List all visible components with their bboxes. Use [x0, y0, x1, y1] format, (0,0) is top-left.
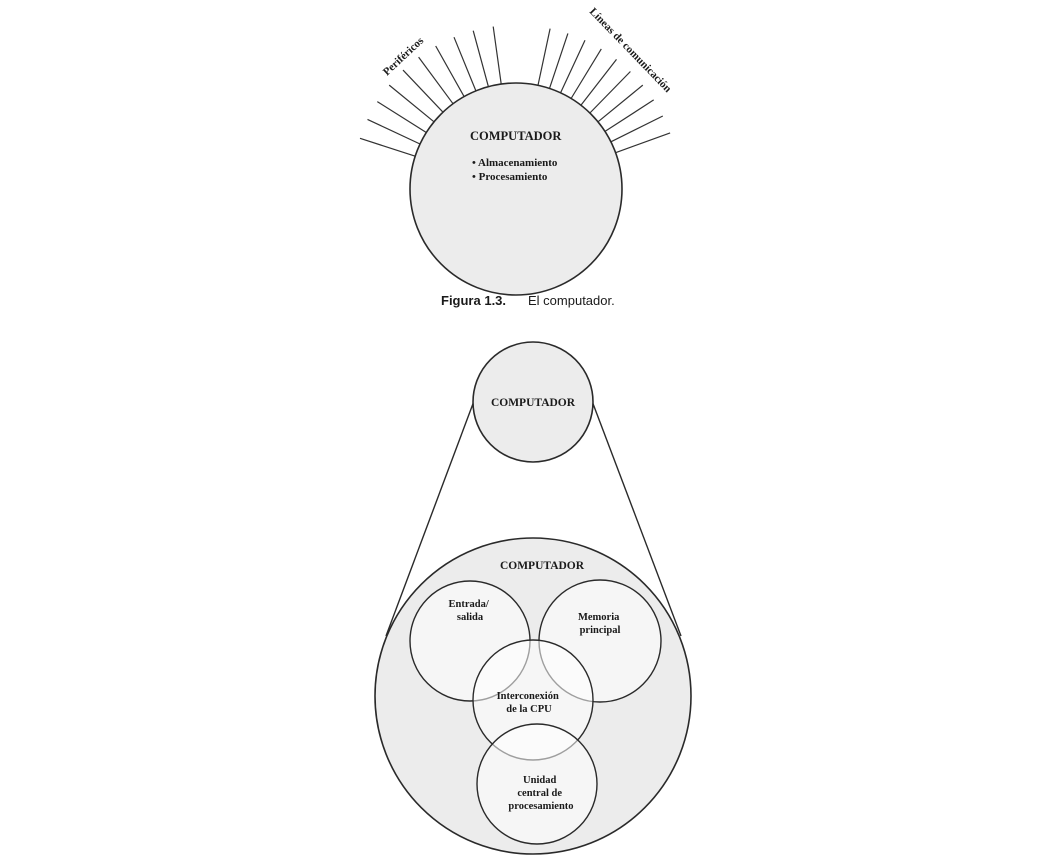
- computer-large-title: COMPUTADOR: [500, 560, 585, 572]
- communication-line-spoke: [589, 71, 631, 114]
- cpu-label: Unidad central de procesamiento: [508, 775, 573, 812]
- peripheral-spoke: [359, 137, 416, 157]
- communication-line-spoke: [610, 115, 664, 143]
- peripheral-spoke: [402, 69, 444, 113]
- peripheral-spoke: [376, 101, 427, 134]
- caption-text: El computador.: [528, 293, 615, 308]
- zoom-line-right: [591, 400, 682, 637]
- peripherals-spokes: [359, 26, 502, 157]
- peripheral-spoke: [453, 36, 477, 92]
- communication-line-spoke: [570, 48, 602, 99]
- communication-line-spoke: [597, 84, 644, 123]
- computer-title: COMPUTADOR: [470, 129, 562, 143]
- peripheral-spoke: [472, 30, 489, 87]
- communication-line-spoke: [560, 39, 586, 94]
- computer-small-circle: [472, 341, 594, 463]
- caption-number: Figura 1.3.: [441, 293, 506, 308]
- main-memory-label: Memoria principal: [578, 612, 622, 636]
- bullet-storage: • Almacenamiento: [472, 157, 558, 169]
- peripheral-spoke: [388, 84, 435, 123]
- peripheral-spoke: [367, 118, 421, 145]
- figure-computer-zoom: COMPUTADOR COMPUTADOR Entrada/ salida Me…: [374, 341, 692, 855]
- io-label: Entrada/ salida: [449, 599, 492, 623]
- peripheral-spoke: [492, 26, 502, 85]
- computer-small-label: COMPUTADOR: [491, 397, 576, 409]
- cpu-interconnection-label: Interconexión de la CPU: [497, 691, 562, 715]
- zoom-line-left: [385, 400, 475, 637]
- bullet-processing: • Procesamiento: [472, 171, 548, 183]
- communication-line-spoke: [615, 132, 671, 154]
- communication-line-spoke: [537, 28, 551, 86]
- figure-1-3: COMPUTADOR • Almacenamiento • Procesamie…: [359, 6, 674, 308]
- peripheral-spoke: [418, 56, 454, 105]
- peripheral-spoke: [435, 45, 465, 97]
- communication-line-spoke: [548, 33, 569, 89]
- communication-lines-spokes: [537, 28, 671, 154]
- communication-line-spoke: [580, 59, 617, 106]
- cpu-circle: [476, 723, 598, 845]
- communication-line-spoke: [604, 99, 655, 132]
- computer-circle: [409, 82, 623, 296]
